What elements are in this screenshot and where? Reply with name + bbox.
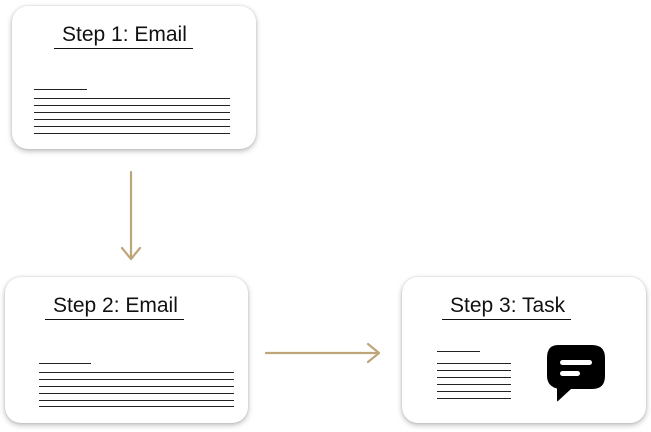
- email-subject-line: [39, 363, 91, 364]
- email-body-line: [39, 406, 234, 407]
- email-body-line: [34, 126, 230, 127]
- task-subject-line: [437, 351, 480, 352]
- step-3-title: Step 3: Task: [442, 294, 572, 320]
- email-body-line: [39, 386, 234, 387]
- task-body-line: [437, 377, 511, 378]
- email-body-line: [34, 133, 230, 134]
- email-body-line: [39, 379, 234, 380]
- email-body-line: [34, 119, 230, 120]
- email-body-line: [34, 105, 230, 106]
- email-body-line: [39, 372, 234, 373]
- arrow-right-icon: [264, 342, 381, 364]
- email-body-line: [34, 98, 230, 99]
- task-body-line: [437, 384, 511, 385]
- step-3-task-body: [437, 351, 511, 399]
- step-2-email-body: [39, 363, 234, 407]
- arrow-down-icon: [120, 170, 142, 261]
- task-body-line: [437, 391, 511, 392]
- task-body-line: [437, 398, 511, 399]
- email-body-line: [39, 400, 234, 401]
- chat-bubble-icon: [547, 345, 605, 402]
- step-1-email-body: [34, 89, 230, 137]
- step-3-card[interactable]: Step 3: Task: [402, 277, 646, 423]
- step-2-title: Step 2: Email: [45, 294, 184, 320]
- task-body-line: [437, 370, 511, 371]
- email-subject-line: [34, 89, 87, 90]
- email-body-line: [39, 393, 234, 394]
- email-body-line: [34, 112, 230, 113]
- task-body-line: [437, 363, 511, 364]
- step-1-title: Step 1: Email: [54, 23, 193, 49]
- step-1-card[interactable]: Step 1: Email: [12, 6, 256, 149]
- step-2-card[interactable]: Step 2: Email: [5, 277, 248, 423]
